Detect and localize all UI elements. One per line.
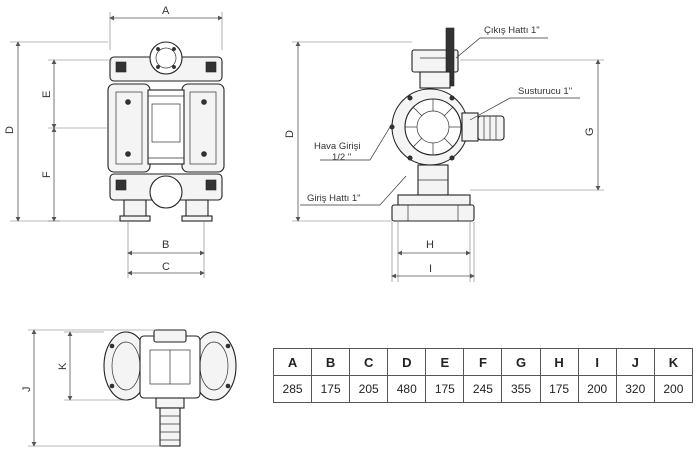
table-cell: 245 <box>463 375 503 403</box>
table-header-cell: D <box>387 348 427 376</box>
table-header-cell: H <box>539 348 579 376</box>
side-view: D G H I Çıkış Hattı 1" Susturucu 1" Hava… <box>284 25 604 282</box>
dim-label-b: B <box>162 239 169 251</box>
table-header-cell: C <box>349 348 389 376</box>
table-cell: 200 <box>653 375 694 403</box>
dim-label-c: C <box>162 261 170 273</box>
callout-muffler: Susturucu 1" <box>518 86 572 97</box>
dim-label-d-side: D <box>284 130 296 138</box>
front-view: A D E F B C <box>4 5 225 278</box>
dim-label-k: K <box>57 362 69 370</box>
table-cell: 320 <box>615 375 655 403</box>
table-cell: 175 <box>539 375 579 403</box>
dim-label-j: J <box>21 387 33 393</box>
callout-inlet-line: Giriş Hattı 1" <box>307 193 361 204</box>
table-header-cell: E <box>425 348 465 376</box>
table-row: 285 175 205 480 175 245 355 175 200 320 … <box>272 375 694 403</box>
dim-label-f: F <box>41 171 53 178</box>
dim-label-a: A <box>162 5 170 17</box>
dimension-table: A B C D E F G H I J K 285 175 205 480 17… <box>272 348 694 403</box>
table-header-cell: B <box>311 348 351 376</box>
table-cell: 175 <box>425 375 465 403</box>
dim-label-i: I <box>429 263 432 275</box>
dim-label-e: E <box>41 91 53 98</box>
callout-air-inlet-size: 1/2 " <box>332 152 351 163</box>
callout-air-inlet: Hava Girişi <box>314 141 360 152</box>
table-header-cell: J <box>615 348 655 376</box>
table-cell: 205 <box>349 375 389 403</box>
table-header-cell: F <box>463 348 503 376</box>
table-cell: 480 <box>387 375 427 403</box>
table-header-cell: A <box>272 348 313 376</box>
table-cell: 175 <box>311 375 351 403</box>
table-header-cell: I <box>577 348 617 376</box>
table-header-cell: G <box>501 348 541 376</box>
table-header-cell: K <box>653 348 694 376</box>
dim-label-g: G <box>584 127 596 136</box>
table-header-row: A B C D E F G H I J K <box>272 348 694 376</box>
top-view: J K <box>21 329 237 447</box>
dim-label-d-front: D <box>4 126 16 134</box>
table-cell: 200 <box>577 375 617 403</box>
dim-label-h: H <box>426 239 434 251</box>
table-cell: 355 <box>501 375 541 403</box>
callout-outlet-line: Çıkış Hattı 1" <box>484 25 540 36</box>
table-cell: 285 <box>272 375 313 403</box>
